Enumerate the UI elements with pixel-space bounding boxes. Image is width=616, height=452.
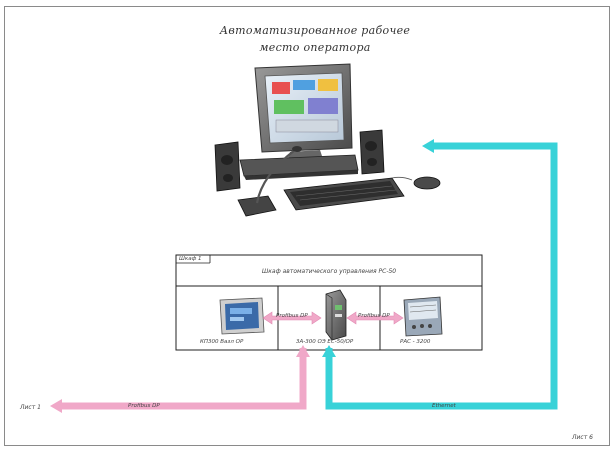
touch-panel-label: КП300 Вазл ОР — [200, 339, 244, 345]
right-speaker-icon — [359, 129, 385, 175]
link-right-label: Profibus DP — [358, 313, 390, 319]
power-meter-label: РАС - 3200 — [400, 339, 431, 345]
diagram-title: Автоматизированное рабочее место операто… — [215, 22, 415, 56]
profibus-link-left — [262, 311, 322, 325]
plc-controller-icon — [325, 289, 347, 341]
touch-panel-icon — [219, 297, 265, 335]
monitor-icon — [254, 63, 353, 164]
corner-right-label: Лист 6 — [572, 434, 593, 441]
profibus-bus-left — [50, 345, 310, 413]
ethernet-bus — [322, 139, 558, 410]
corner-left-label: Лист 1 — [20, 404, 41, 411]
keyboard-icon — [283, 177, 405, 211]
power-meter-icon — [403, 296, 443, 337]
title-line-1: Автоматизированное рабочее — [219, 24, 411, 37]
base-unit-icon — [239, 154, 359, 180]
bottom-cyan-label: Ethernet — [432, 403, 456, 409]
bottom-pink-label: Profibus DP — [128, 403, 160, 409]
title-line-2: место оператора — [259, 41, 371, 54]
left-speaker-icon — [214, 141, 241, 192]
mouse-icon — [391, 176, 441, 190]
cabinet-tag: Шкаф 1 — [179, 256, 202, 262]
plc-label: 3А-300 ОЭ ЕС-50/ОР — [296, 339, 354, 345]
profibus-link-right — [346, 311, 404, 325]
sheet-frame — [4, 6, 610, 446]
link-left-label: Profibus DP — [276, 313, 308, 319]
cabinet-header: Шкаф автоматического управления РС-50 — [261, 268, 397, 275]
microphone-icon — [237, 146, 302, 217]
